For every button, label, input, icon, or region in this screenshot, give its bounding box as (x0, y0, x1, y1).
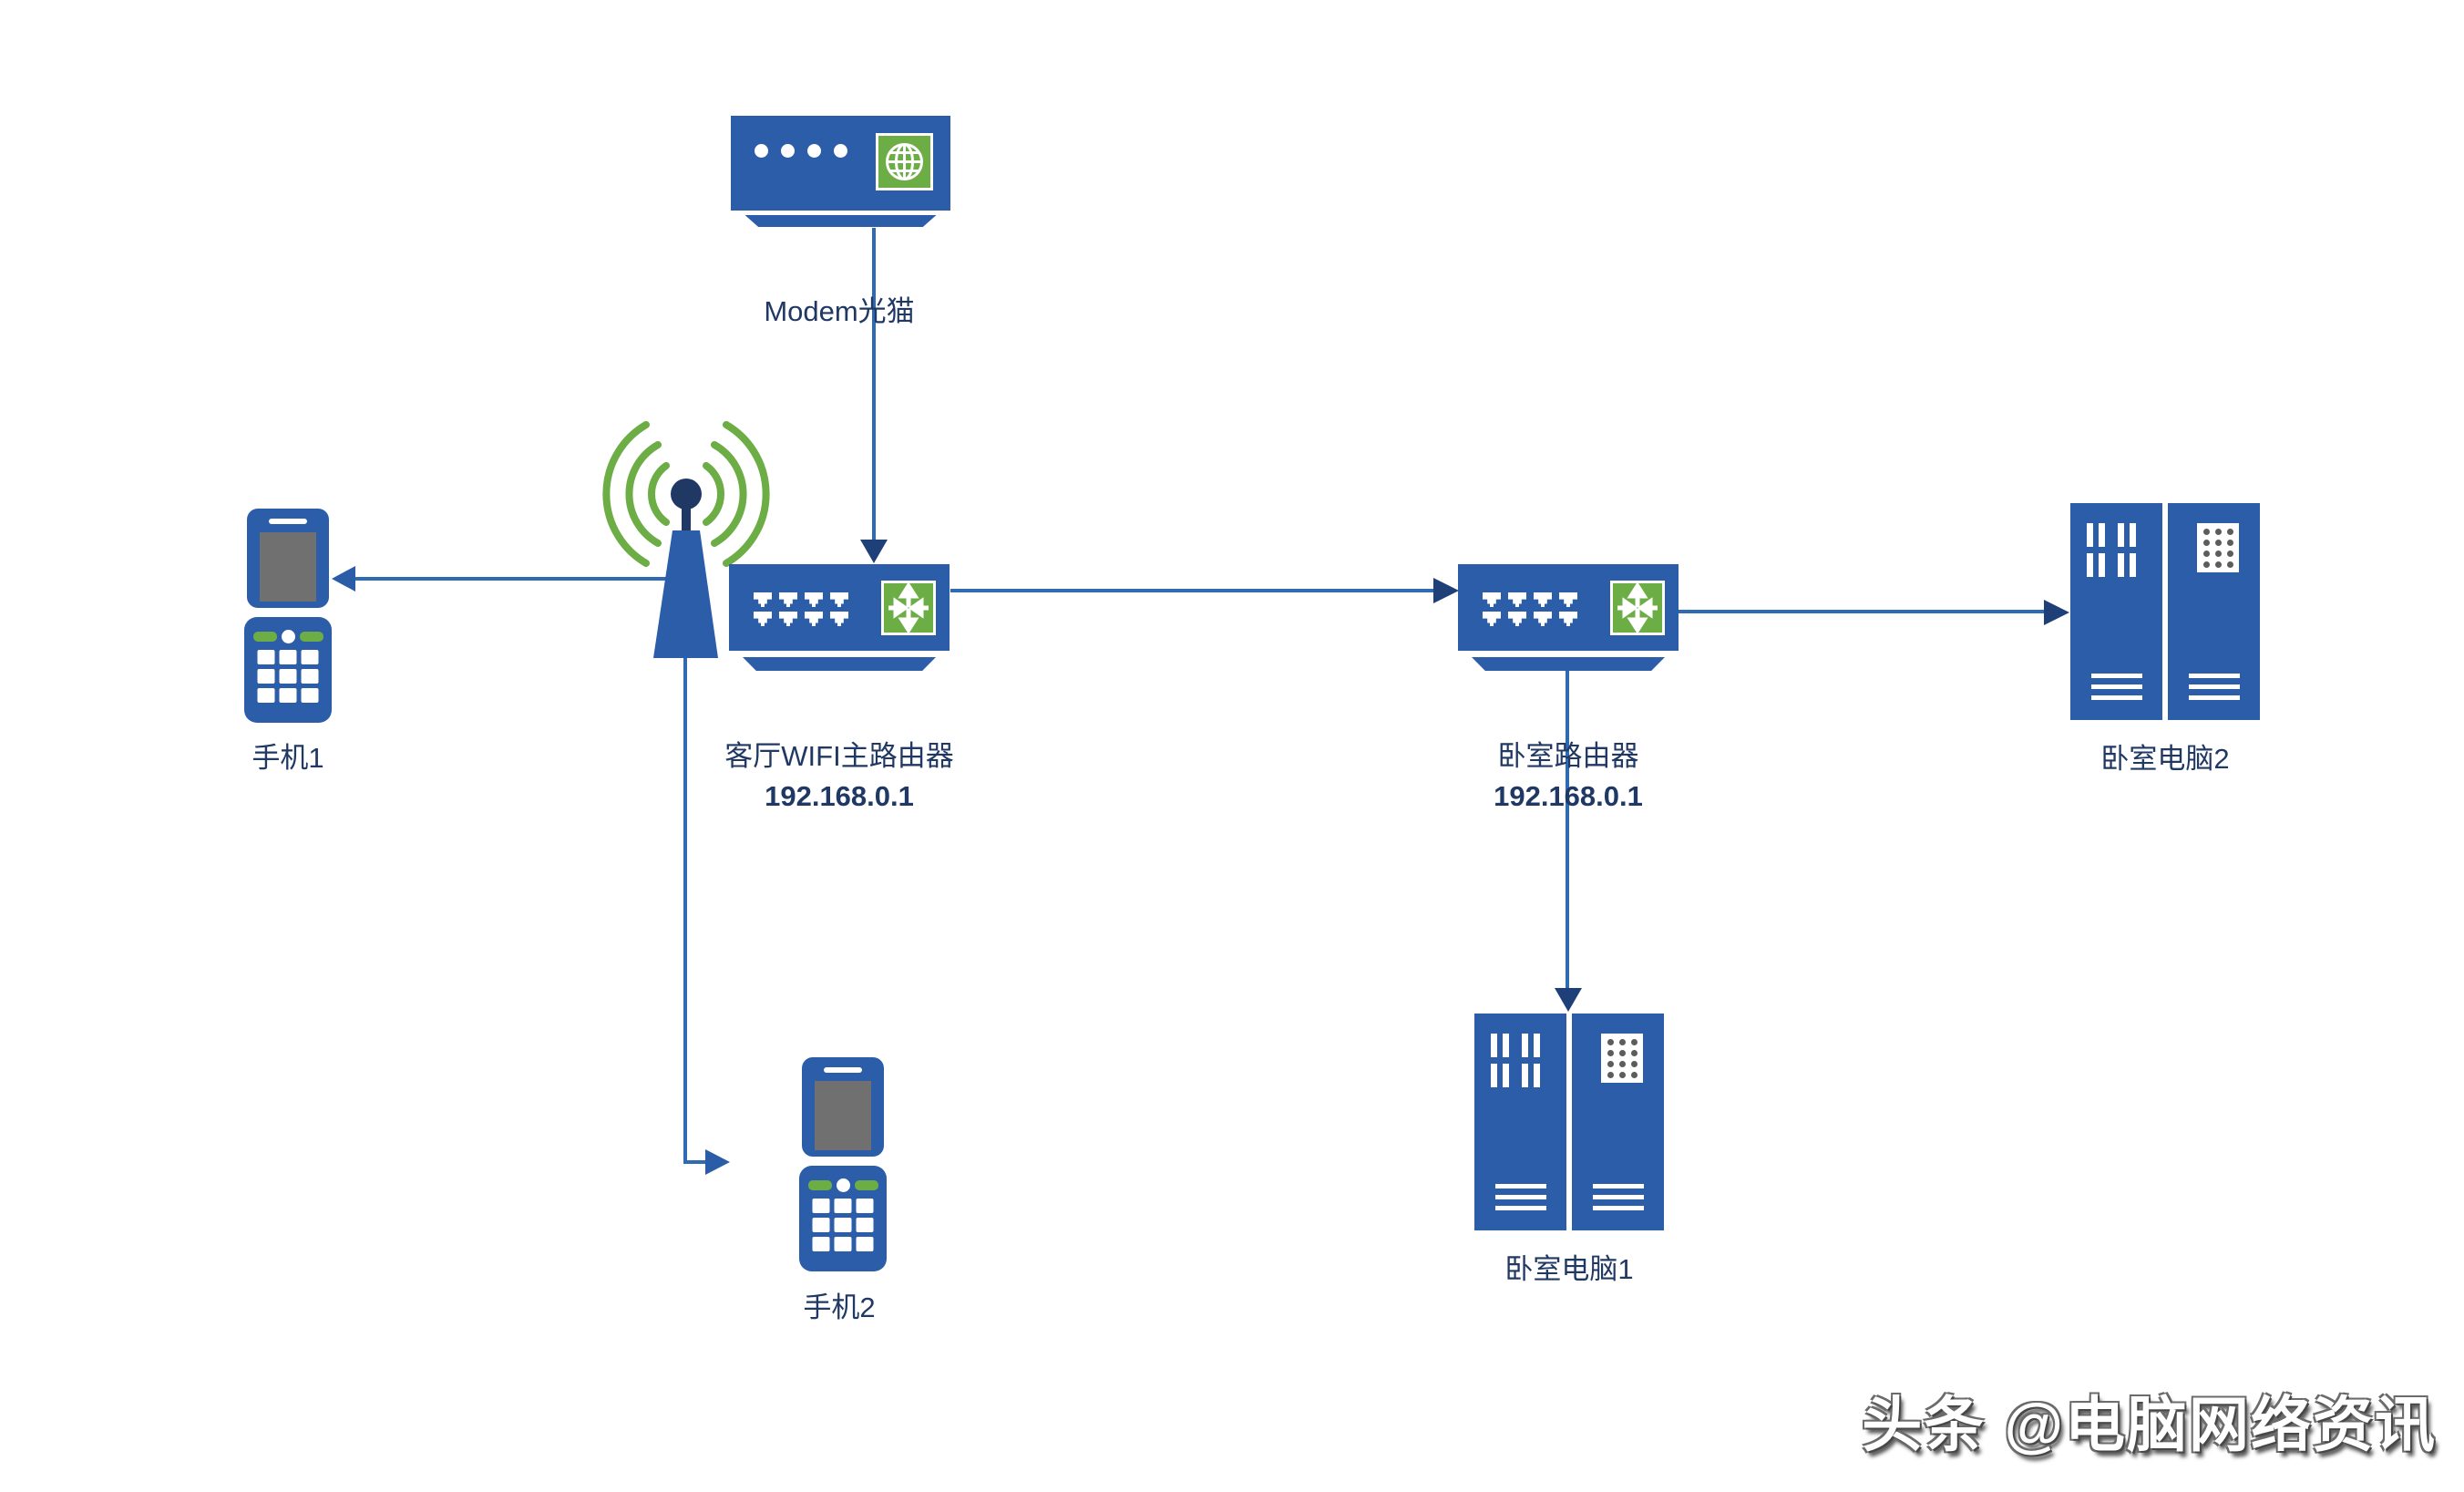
bedroom-router-device (1458, 564, 1679, 672)
port-icon (754, 592, 772, 607)
phone2-label: 手机2 (803, 1291, 876, 1323)
phone-screen (260, 532, 316, 602)
bedroom-pc2-device (2070, 503, 2260, 720)
antenna-mast (682, 501, 691, 536)
phone-softkeys (799, 1178, 887, 1192)
drive-bays (2090, 674, 2142, 700)
port-icon (1534, 612, 1552, 626)
port-icon (830, 592, 848, 607)
main-router-name: 客厅WIFI主路由器 (724, 740, 954, 772)
drive-bays (1592, 1184, 1644, 1210)
phone-keypad (812, 1199, 874, 1251)
led-dot (781, 144, 795, 158)
phone-speaker (824, 1067, 862, 1073)
port-icon (805, 592, 823, 607)
wifi-antenna (602, 421, 770, 658)
modem-stand (744, 215, 937, 227)
main-router-label: 客厅WIFI主路由器 192.168.0.1 (703, 736, 976, 817)
watermark-text: 头条 @电脑网络资讯 (1862, 1391, 2437, 1458)
port-icon (1483, 592, 1501, 607)
vent-slats (2087, 553, 2136, 577)
phone1-label: 手机1 (252, 742, 324, 774)
vent-dots (2197, 523, 2239, 572)
vent-slats (1491, 1034, 1540, 1057)
router-arrows-icon (881, 581, 936, 635)
vent-dots (1601, 1034, 1643, 1083)
modem-label: Modem光猫 (764, 295, 915, 327)
globe-icon (876, 133, 933, 190)
router-arrows-icon (1610, 581, 1665, 635)
led-dot (834, 144, 847, 158)
phone-keypad-unit (799, 1166, 887, 1271)
led-dot (807, 144, 821, 158)
main-router-ip: 192.168.0.1 (765, 780, 914, 812)
bedroom-router-name: 卧室路由器 (1497, 740, 1639, 772)
phone-keypad-unit (244, 617, 332, 723)
port-icon (779, 612, 797, 626)
modem-device (731, 116, 950, 227)
pc-tower-right (1572, 1014, 1664, 1230)
port-icon (805, 612, 823, 626)
bedroom-router-ip: 192.168.0.1 (1494, 780, 1643, 812)
bedroom-router-label: 卧室路由器 192.168.0.1 (1432, 736, 1705, 817)
bedroom-pc1-label: 卧室电脑1 (1504, 1253, 1634, 1285)
main-router-device (729, 564, 950, 672)
port-icon (779, 592, 797, 607)
phone-screen-unit (247, 509, 329, 608)
port-icon (1559, 592, 1577, 607)
bedroom-pc2-label: 卧室电脑2 (2100, 743, 2230, 775)
port-icon (1483, 612, 1501, 626)
softkey (854, 1180, 878, 1190)
softkey (252, 632, 277, 642)
phone1-device (244, 509, 332, 723)
phone2-device (799, 1057, 887, 1271)
port-icon (754, 612, 772, 626)
vent-slats (1491, 1064, 1540, 1087)
vent-slats (2087, 523, 2136, 547)
phone-keypad (257, 650, 319, 703)
bedroom-router-body (1458, 564, 1679, 651)
phone-screen (815, 1081, 871, 1150)
edge-main-router-to-phone2 (683, 638, 709, 1164)
antenna-head (671, 478, 702, 509)
nav-button (836, 1178, 850, 1192)
phone-speaker (269, 519, 307, 524)
phone-softkeys (244, 630, 332, 643)
bedroom-pc1-device (1474, 1014, 1664, 1230)
antenna-tower (653, 530, 718, 658)
main-router-stand (743, 657, 936, 671)
port-icon (1534, 592, 1552, 607)
port-icon (1508, 592, 1526, 607)
pc-tower-left (2070, 503, 2162, 720)
drive-bays (1494, 1184, 1546, 1210)
port-icon (830, 612, 848, 626)
softkey (299, 632, 323, 642)
port-icon (1559, 612, 1577, 626)
main-router-body (729, 564, 950, 651)
ethernet-ports (754, 592, 848, 626)
port-icon (1508, 612, 1526, 626)
pc-tower-right (2168, 503, 2260, 720)
bedroom-router-stand (1472, 657, 1665, 671)
nav-button (281, 630, 295, 643)
phone-screen-unit (802, 1057, 884, 1157)
ethernet-ports (1483, 592, 1577, 626)
wifi-waves-icon (602, 421, 770, 567)
modem-led-dots (755, 144, 847, 158)
softkey (807, 1180, 832, 1190)
modem-body (731, 116, 950, 211)
pc-tower-left (1474, 1014, 1566, 1230)
led-dot (755, 144, 768, 158)
drive-bays (2188, 674, 2240, 700)
